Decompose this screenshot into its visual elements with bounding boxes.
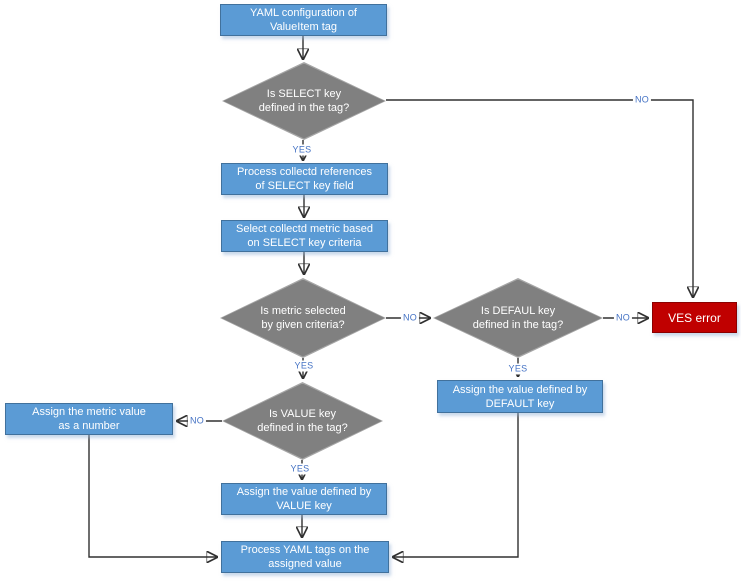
node-yaml-config: YAML configuration of ValueItem tag [220, 4, 387, 36]
arrow-select-no-to-ves [386, 99, 693, 297]
decision-metric-selected: Is metric selected by given criteria? [220, 278, 386, 358]
edge-label-select-no: NO [632, 94, 652, 106]
decision-value-key: Is VALUE key defined in the tag? [222, 382, 383, 460]
edge-label-default-no: NO [613, 312, 633, 324]
edge-label-metric-no: NO [400, 312, 420, 324]
edge-label-value-yes: YES [288, 463, 312, 475]
node-process-references-label: Process collectd references of SELECT ke… [236, 166, 373, 192]
decision-select-key: Is SELECT key defined in the tag? [222, 62, 386, 140]
node-assign-default-label: Assign the value defined by DEFAULT key [452, 383, 588, 410]
arrow-assign-default-to-process-yaml [393, 413, 519, 557]
decision-default-key-label: Is DEFAUL key defined in the tag? [472, 305, 564, 331]
node-assign-value: Assign the value defined by VALUE key [221, 483, 387, 515]
node-process-yaml: Process YAML tags on the assigned value [221, 541, 389, 573]
decision-default-key: Is DEFAUL key defined in the tag? [433, 278, 603, 358]
arrow-assign-metric-to-process-yaml [88, 435, 217, 557]
edge-label-value-no: NO [187, 415, 207, 427]
decision-metric-selected-label: Is metric selected by given criteria? [260, 305, 346, 331]
node-ves-error: VES error [652, 302, 737, 333]
edge-label-metric-yes: YES [292, 360, 316, 372]
node-assign-value-label: Assign the value defined by VALUE key [236, 486, 372, 512]
node-ves-error-label: VES error [668, 310, 721, 325]
node-process-references: Process collectd references of SELECT ke… [221, 163, 388, 195]
edge-label-default-yes: YES [506, 363, 530, 375]
node-assign-metric: Assign the metric value as a number [5, 403, 173, 435]
decision-value-key-label: Is VALUE key defined in the tag? [257, 408, 348, 434]
node-select-metric: Select collectd metric based on SELECT k… [221, 220, 388, 252]
node-assign-default: Assign the value defined by DEFAULT key [437, 380, 603, 413]
node-process-yaml-label: Process YAML tags on the assigned value [240, 544, 370, 570]
node-assign-metric-label: Assign the metric value as a number [32, 406, 146, 432]
node-select-metric-label: Select collectd metric based on SELECT k… [236, 223, 373, 249]
node-yaml-config-label: YAML configuration of ValueItem tag [249, 7, 357, 33]
edge-label-select-yes: YES [290, 144, 314, 156]
decision-select-key-label: Is SELECT key defined in the tag? [258, 88, 350, 114]
